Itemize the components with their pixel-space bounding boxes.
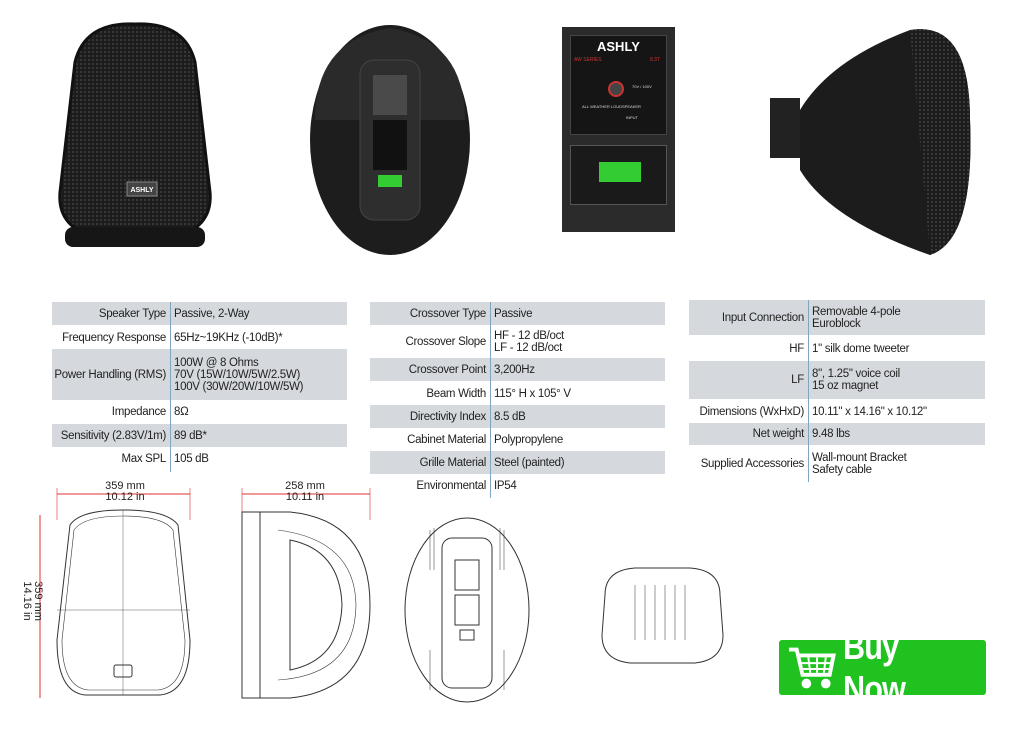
spec-row: Environmental IP54 xyxy=(370,475,665,497)
spec-row: Dimensions (WxHxD) 10.11" x 14.16" x 10.1… xyxy=(689,401,985,423)
spec-value: Removable 4-pole Euroblock xyxy=(812,305,901,330)
shopping-cart-icon xyxy=(788,647,836,688)
spec-value: Wall-mount Bracket Safety cable xyxy=(812,451,907,476)
spec-value: 105 dB xyxy=(174,453,209,465)
rear-panel-series: AW SERIES xyxy=(574,57,602,63)
spec-row: Speaker Type Passive, 2-Way xyxy=(52,302,347,325)
spec-key: Input Connection xyxy=(721,311,804,324)
spec-key: Crossover Slope xyxy=(405,336,486,348)
spec-key: Directivity Index xyxy=(409,410,486,423)
spec-key: Max SPL xyxy=(121,453,166,465)
spec-key: Impedance xyxy=(111,406,167,418)
spec-table-physical: Input Connection Removable 4-pole Euroblo… xyxy=(689,300,985,482)
spec-value: 65Hz~19KHz (-10dB)* xyxy=(174,332,283,344)
spec-key: Crossover Point xyxy=(408,363,487,376)
spec-row: Sensitivity (2.83V/1m) 89 dB* xyxy=(52,424,347,447)
spec-row: Frequency Response 65Hz~19KHz (-10dB)* xyxy=(52,327,347,349)
top-line-drawing xyxy=(601,567,724,664)
spec-row: Cabinet Material Polypropylene xyxy=(370,429,665,451)
spec-value: Passive xyxy=(494,307,533,320)
speaker-front-photo: ASHLY xyxy=(58,22,212,247)
spec-key: Cabinet Material xyxy=(407,434,486,446)
spec-value: 8.5 dB xyxy=(494,410,526,423)
spec-value: 100W @ 8 Ohms 70V (15W/10W/5W/2.5W) 100V… xyxy=(174,356,304,393)
spec-key: Frequency Response xyxy=(62,332,166,344)
spec-value: 10.11" x 14.16" x 10.12" xyxy=(812,406,927,418)
spec-row: Power Handling (RMS) 100W @ 8 Ohms 70V (1… xyxy=(52,349,347,400)
spec-row: Max SPL 105 dB xyxy=(52,448,347,470)
spec-key: Supplied Accessories xyxy=(700,457,805,470)
rear-panel-model: 8.3T xyxy=(650,57,661,63)
spec-key: Crossover Type xyxy=(409,307,486,320)
spec-table-general: Speaker Type Passive, 2-Way Frequency Res… xyxy=(52,302,347,472)
spec-key: HF xyxy=(789,342,804,355)
spec-row: Directivity Index 8.5 dB xyxy=(370,405,665,428)
buy-now-label: Buy Now xyxy=(843,625,906,709)
spec-value: 9.48 lbs xyxy=(812,428,850,440)
spec-value: Steel (painted) xyxy=(494,456,565,469)
spec-row: Grille Material Steel (painted) xyxy=(370,451,665,474)
spec-key: Power Handling (RMS) xyxy=(54,368,166,381)
buy-now-button[interactable]: Buy Now xyxy=(779,626,986,709)
spec-row: Crossover Type Passive xyxy=(370,302,665,325)
front-height-label: 359 mm 14.16 in xyxy=(21,581,44,621)
spec-row: Crossover Point 3,200Hz xyxy=(370,358,665,381)
spec-value: 1" silk dome tweeter xyxy=(812,342,910,355)
spec-value: 3,200Hz xyxy=(494,363,535,376)
spec-key: Sensitivity (2.83V/1m) xyxy=(60,429,167,442)
side-depth-label: 258 mm 10.11 in xyxy=(285,480,325,503)
speaker-rear-photo xyxy=(310,25,470,255)
spec-key: LF xyxy=(791,374,804,386)
spec-table-crossover: Crossover Type Passive Crossover Slope HF … xyxy=(370,302,665,498)
rear-line-drawing xyxy=(404,517,530,703)
spec-row: Input Connection Removable 4-pole Euroblo… xyxy=(689,300,985,335)
spec-row: Net weight 9.48 lbs xyxy=(689,423,985,445)
rear-panel-closeup-photo: ASHLY AW SERIES 8.3T 70V / 100V ALL WEAT… xyxy=(562,27,675,232)
rear-panel-input-label: INPUT xyxy=(626,115,638,120)
spec-value: IP54 xyxy=(494,480,517,492)
front-logo: ASHLY xyxy=(130,187,153,194)
spec-value: Passive, 2-Way xyxy=(174,307,250,320)
spec-value: 89 dB* xyxy=(174,429,207,442)
spec-row: Crossover Slope HF - 12 dB/oct LF - 12 dB… xyxy=(370,327,665,357)
spec-key: Grille Material xyxy=(419,456,487,469)
spec-value: 8", 1.25" voice coil 15 oz magnet xyxy=(812,368,900,392)
spec-row: LF 8", 1.25" voice coil 15 oz magnet xyxy=(689,361,985,399)
speaker-side-photo xyxy=(770,29,971,255)
rear-panel-brand: ASHLY xyxy=(597,39,640,54)
spec-row: Impedance 8Ω xyxy=(52,401,347,423)
spec-row: HF 1" silk dome tweeter xyxy=(689,337,985,360)
front-dimension-drawing xyxy=(39,488,191,698)
spec-value: HF - 12 dB/oct LF - 12 dB/oct xyxy=(494,330,564,354)
spec-key: Beam Width xyxy=(426,388,486,400)
spec-value: 115° H x 105° V xyxy=(494,388,571,400)
spec-row: Beam Width 115° H x 105° V xyxy=(370,383,665,405)
spec-key: Environmental xyxy=(416,480,486,492)
spec-value: Polypropylene xyxy=(494,434,563,446)
front-width-label: 359 mm 10.12 in xyxy=(105,480,145,503)
rear-panel-label: ALL WEATHER LOUDSPEAKER xyxy=(582,104,641,109)
euroblock-connector xyxy=(599,162,641,182)
spec-key: Dimensions (WxHxD) xyxy=(699,406,805,418)
side-dimension-drawing xyxy=(241,488,371,699)
spec-key: Net weight xyxy=(752,428,805,440)
spec-key: Speaker Type xyxy=(98,307,166,320)
spec-value: 8Ω xyxy=(174,406,189,418)
spec-row: Supplied Accessories Wall-mount Bracket S… xyxy=(689,447,985,480)
rear-panel-taps: 70V / 100V xyxy=(632,84,652,89)
